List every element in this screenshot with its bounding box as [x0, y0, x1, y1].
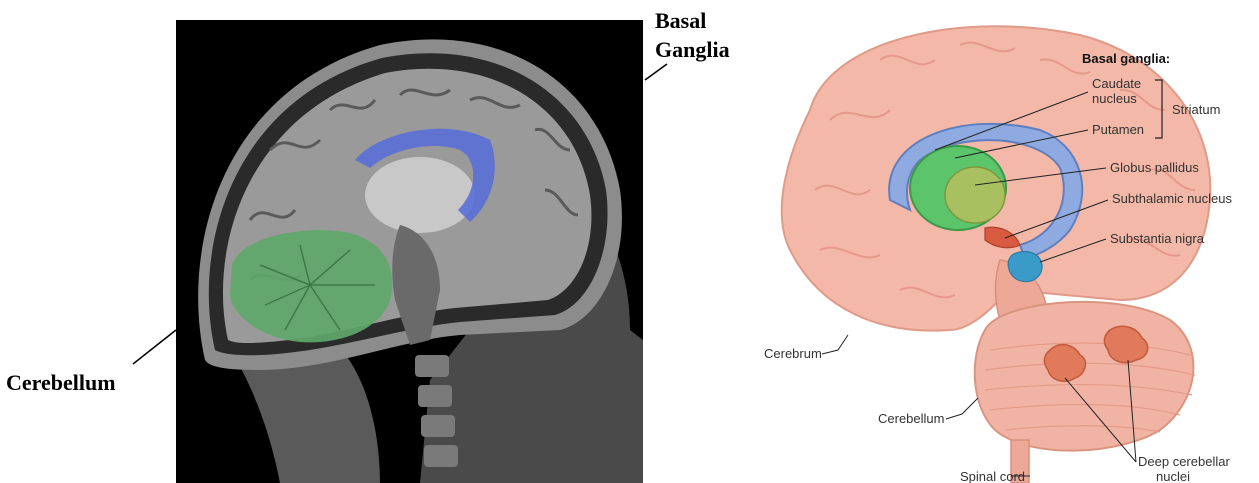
brain-illustration [782, 26, 1211, 483]
label-deep-cerebellar-line2: nuclei [1156, 469, 1190, 483]
mri-scan [176, 20, 643, 483]
label-substantia-nigra: Substantia nigra [1110, 231, 1205, 246]
leader-cerebrum [822, 335, 848, 354]
cerebellum-shape [975, 302, 1194, 451]
label-deep-cerebellar-line1: Deep cerebellar [1138, 454, 1230, 469]
mri-cerebellum-leader-line [133, 330, 176, 364]
leader-cerebellum [946, 398, 978, 419]
label-cerebrum: Cerebrum [764, 346, 822, 361]
label-subthalamic-nucleus: Subthalamic nucleus [1112, 191, 1232, 206]
label-cerebellum: Cerebellum [878, 411, 944, 426]
label-basal-ganglia-heading: Basal ganglia: [1082, 51, 1170, 66]
label-caudate-line1: Caudate [1092, 76, 1141, 91]
mri-basal-leader-line [645, 64, 667, 80]
globus-pallidus-shape [945, 167, 1005, 223]
label-globus-pallidus: Globus pallidus [1110, 160, 1199, 175]
mri-label-basal-line1: Basal [655, 8, 706, 33]
substantia-nigra-shape [1008, 252, 1042, 282]
mri-label-basal-line2: Ganglia [655, 37, 730, 62]
label-caudate-line2: nucleus [1092, 91, 1137, 106]
mri-thalamus [365, 157, 475, 233]
label-striatum: Striatum [1172, 102, 1220, 117]
mri-label-cerebellum: Cerebellum [6, 370, 116, 395]
label-putamen: Putamen [1092, 122, 1144, 137]
